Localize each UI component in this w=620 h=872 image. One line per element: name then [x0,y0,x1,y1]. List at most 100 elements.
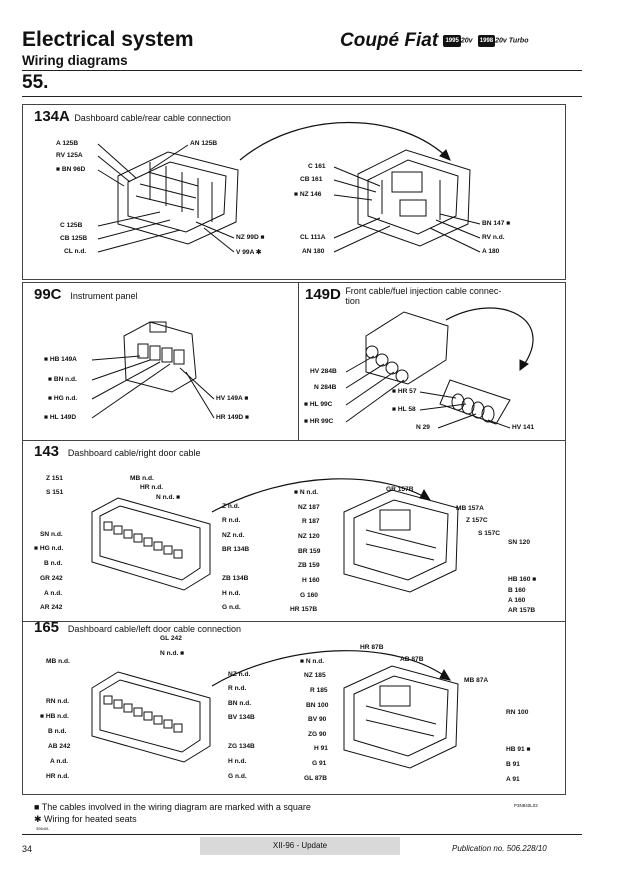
wire-label: ■ N n.d. [300,658,325,665]
wire-label: HV 149A ■ [216,395,249,402]
wire-label: ■ HL 99C [304,401,333,408]
header-rule-2 [22,96,582,97]
wire-label: ■ NZ 146 [294,191,322,198]
section-desc: Dashboard cable/rear cable connection [74,113,231,123]
wire-label: AB 87B [400,656,424,663]
connector-165-left [91,671,211,763]
section-143-title: 143 Dashboard cable/right door cable [34,443,201,461]
wire-label: B n.d. [44,560,63,567]
wire-label: ZB 159 [298,562,320,569]
wire-label: B 91 [506,761,520,768]
small-code: 39640L [36,826,50,831]
wire-label: BN 100 [306,702,329,709]
wire-label: HR 157B [290,606,318,613]
wire-label: A n.d. [44,590,63,597]
wire-label: ■ BN 96D [56,166,86,173]
wire-label: NZ n.d. [228,671,251,678]
footer-rule [22,834,582,835]
wire-label: V 99A ✱ [236,249,262,256]
wire-label: RN 100 [506,709,529,716]
wire-label: BN n.d. [228,700,252,707]
wire-label: CB 161 [300,176,323,183]
wire-label: ■ HB n.d. [40,713,69,720]
wire-label: N 284B [314,384,337,391]
wire-label: H 160 [302,577,320,584]
wire-label: C 161 [308,163,326,170]
wire-label: HB 160 ■ [508,576,537,583]
wire-label: NZ 120 [298,533,320,540]
connector-99c [123,321,197,393]
wire-label: ■ HR 99C [304,418,334,425]
wire-label: Z n.d. [222,503,240,510]
wire-label: ■ HG n.d. [34,545,64,552]
wire-label: AN 125B [190,140,218,147]
wire-label: Z 151 [46,475,63,482]
wire-label: A 180 [482,248,500,255]
wire-label: B n.d. [48,728,67,735]
wire-label: MB n.d. [130,475,154,482]
section-165-title: 165 Dashboard cable/left door cable conn… [34,619,241,637]
wire-label: BR 159 [298,548,321,555]
connector-165-right [343,665,459,769]
wire-label: MB n.d. [46,658,70,665]
page-title: Electrical system [22,28,194,51]
wire-label: BR 134B [222,546,250,553]
wire-label: A n.d. [50,758,69,765]
wire-label: R 185 [310,687,328,694]
wire-label: NZ 185 [304,672,326,679]
update-label: XII-96 - Update [200,837,400,855]
wire-label: G n.d. [228,773,247,780]
section-desc: Dashboard cable/right door cable [67,448,201,458]
connector-134a-left [117,151,239,245]
wire-label: HV 284B [310,368,337,375]
wire-label: G 91 [312,760,327,767]
wire-label: S 151 [46,489,64,496]
wire-label: Z 157C [466,517,488,524]
section-code: 143 [34,443,60,460]
wire-label: ■ BN n.d. [48,376,77,383]
wire-label: GR 157B [386,486,414,493]
page-subtitle: Wiring diagrams [22,53,128,68]
year-badge-1998: 1998 [477,34,496,47]
section-code: 134A [34,108,70,125]
wire-label: ■ N n.d. [294,489,319,496]
wire-label: H 91 [314,745,328,752]
figure-code: P3N840L02 [514,803,538,808]
header-rule [22,70,582,71]
wire-label: R 187 [302,518,320,525]
section-desc: Instrument panel [70,291,138,301]
wire-label: B 160 [508,587,526,594]
publication-number: Publication no. 506.228/10 [452,844,547,853]
wire-label: N 29 [416,424,430,431]
wire-label: CB 125B [60,235,88,242]
connector-143-left [91,497,211,591]
wire-label: BV 134B [228,714,255,721]
wire-label: MB 157A [456,505,484,512]
wire-label: CL n.d. [64,248,87,255]
section-149d-title: 149D Front cable/fuel injection cable co… [305,286,501,306]
section-code: 149D [305,286,341,303]
wire-label: G n.d. [222,604,241,611]
footnote-square: ■ The cables involved in the wiring diag… [34,802,311,812]
wire-label: RN n.d. [46,698,70,705]
wire-label: ■ HB 149A [44,356,77,363]
wire-label: ■ HL 149D [44,414,77,421]
section-code: 165 [34,619,60,636]
wire-label: HR n.d. [46,773,70,780]
connector-143-right [343,489,459,593]
page-number: 34 [22,844,33,854]
wire-label: ■ HG n.d. [48,395,78,402]
year-badge-1995: 1995 [443,34,461,47]
wire-label: NZ 99D ■ [236,234,265,241]
wire-label: H n.d. [228,758,247,765]
wire-label: NZ 187 [298,504,320,511]
wire-label: CL 111A [300,234,326,241]
wire-label: R n.d. [222,517,241,524]
section-desc: Front cable/fuel injection cable connec- [345,286,502,296]
wire-label: GL 87B [304,775,327,782]
badge-1995-text: 20v [460,37,473,45]
wire-label: HR n.d. [140,484,164,491]
section-134a-title: 134A Dashboard cable/rear cable connecti… [34,108,231,126]
